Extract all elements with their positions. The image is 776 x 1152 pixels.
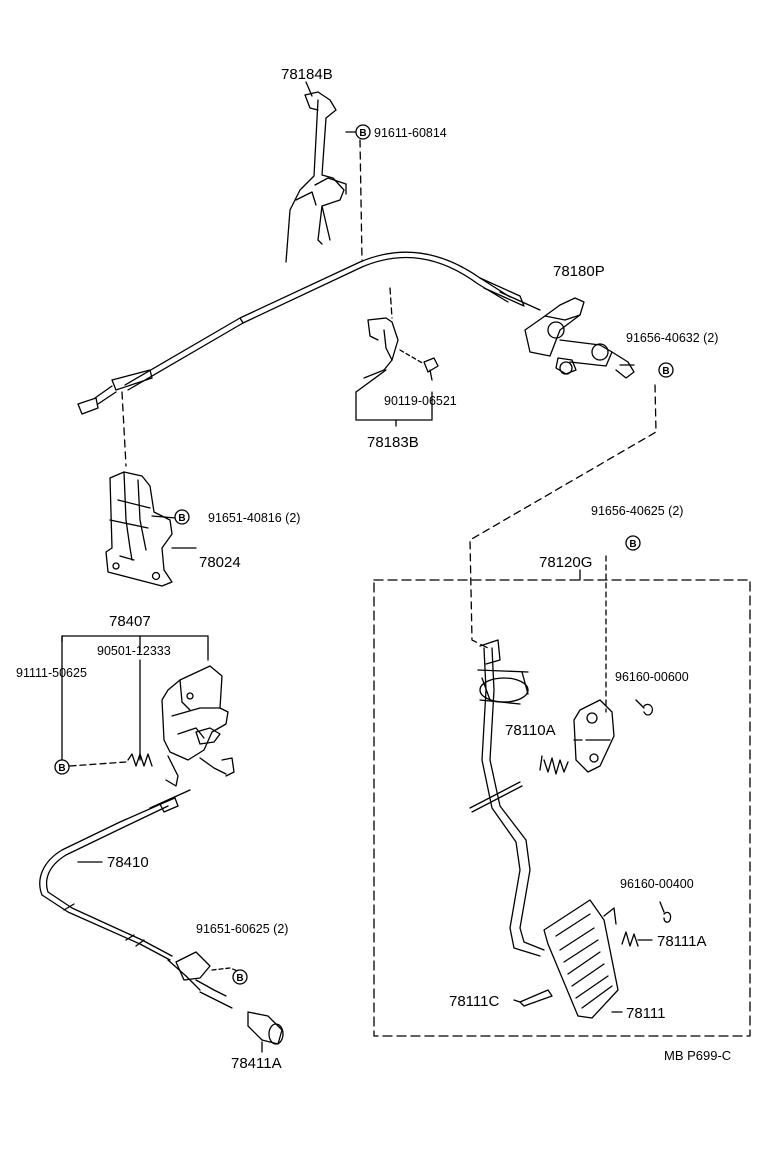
svg-text:B: B [236,973,243,984]
label-90119-06521: 90119-06521 [384,394,457,408]
bolt-marker-91651-60625: B [232,969,248,985]
knob-78411a [247,1011,284,1045]
bolt-marker-91611: B [355,124,371,140]
label-78184b: 78184B [281,66,333,83]
pin-78111c [519,989,553,1007]
spring-pedal [539,755,569,775]
label-78110a: 78110A [505,722,556,739]
svg-text:B: B [629,539,636,550]
screw-90119 [423,357,439,381]
bolt-marker-91656-40625: B [625,535,641,551]
pedal-assembly-box [373,579,751,1037]
label-96160-00600: 96160-00600 [615,670,689,684]
label-78180p: 78180P [553,263,605,280]
svg-text:B: B [359,128,366,139]
label-91651-60625: 91651-60625 (2) [196,922,288,936]
label-78111a: 78111A [657,933,707,950]
bolt-marker-91111: B [54,759,70,775]
bracket-78184b [285,91,347,263]
label-78411a: 78411A [231,1055,282,1072]
diagram-reference: MB P699-C [664,1048,731,1063]
svg-text:B: B [662,366,669,377]
pedal-pad-78111 [543,899,619,1019]
clip-78183b [363,317,399,379]
svg-text:B: B [58,763,65,774]
label-91656-40625: 91656-40625 (2) [591,504,683,518]
bolt-marker-91651-40816: B [174,509,190,525]
label-78183b: 78183B [367,434,419,451]
label-91111-50625: 91111-50625 [16,666,87,680]
cable-bracket-78180p [524,297,635,379]
pedal-arm-78110a [469,639,545,957]
label-78111: 78111 [626,1005,666,1022]
cable-78410 [39,789,233,1009]
label-78407: 78407 [109,613,151,630]
label-90501-12333: 90501-12333 [97,644,171,658]
label-78024: 78024 [199,554,241,571]
label-96160-00400: 96160-00400 [620,877,694,891]
spring-90501 [127,753,153,767]
label-78410: 78410 [107,854,149,871]
bracket-78024 [105,471,173,587]
label-91611-60814: 91611-60814 [374,126,447,140]
label-78111c: 78111C [449,993,499,1010]
bracket-78407 [161,665,235,787]
label-91656-40632: 91656-40632 (2) [626,331,718,345]
label-91651-40816: 91651-40816 (2) [208,511,300,525]
spring-78111a [603,907,639,947]
pedal-bracket [573,699,615,773]
accelerator-cable-upper [77,251,541,415]
svg-text:B: B [178,513,185,524]
label-78120g: 78120G [539,554,592,571]
bolt-marker-91656-40632: B [658,362,674,378]
